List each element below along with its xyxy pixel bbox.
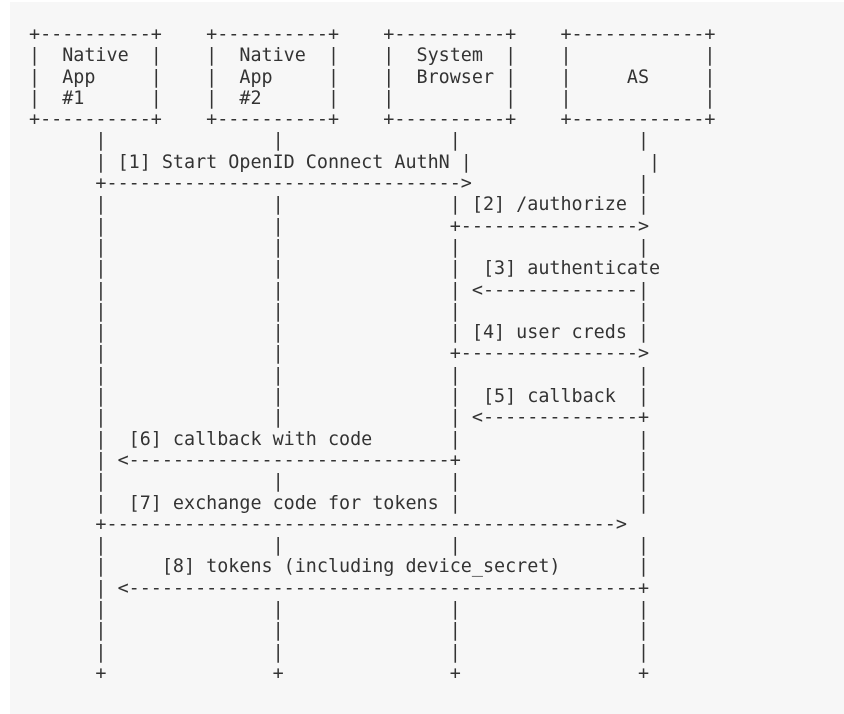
diagram-line: | | | | [29, 599, 650, 621]
diagram-line: | [1] Start OpenID Connect AuthN | | [29, 151, 661, 173]
diagram-line: | | | | [29, 130, 650, 152]
diagram-line: | [8] tokens (including device_secret) | [29, 556, 650, 578]
diagram-line: +----------+ +----------+ +----------+ +… [29, 24, 716, 45]
diagram-line: | [6] callback with code | | [29, 428, 650, 450]
diagram-line: | | | <--------------+ [29, 407, 650, 429]
diagram-line: | | | | [29, 236, 650, 258]
diagram-line: | | | | [29, 641, 650, 663]
diagram-line: | | | | [29, 620, 650, 642]
diagram-line: | | +----------------> [29, 215, 650, 237]
diagram-line: | | | | [29, 364, 650, 386]
diagram-line: | [7] exchange code for tokens | | [29, 492, 650, 514]
diagram-line: | <-----------------------------+ | [29, 449, 650, 471]
diagram-line: +---------------------------------------… [29, 513, 627, 535]
diagram-line: | #1 | | #2 | | | | | [29, 87, 716, 109]
diagram-line: | | | <--------------| [29, 279, 650, 301]
diagram-line: | | +----------------> [29, 343, 650, 365]
diagram-line: | | | [3] authenticate [29, 258, 661, 280]
diagram-line: | | | [4] user creds | [29, 322, 650, 344]
diagram-line: + + + + [29, 662, 650, 684]
sequence-diagram-ascii: +----------+ +----------+ +----------+ +… [29, 24, 715, 684]
diagram-line: +--------------------------------> | [29, 173, 650, 195]
diagram-line: | <-------------------------------------… [29, 577, 650, 599]
diagram-line: +----------+ +----------+ +----------+ +… [29, 109, 716, 131]
diagram-line: | | | | [29, 471, 650, 493]
diagram-line: | | | [2] /authorize | [29, 194, 650, 216]
diagram-frame: +----------+ +----------+ +----------+ +… [10, 2, 844, 714]
diagram-line: | | | | [29, 300, 650, 322]
diagram-line: | App | | App | | Browser | | AS | [29, 66, 716, 88]
diagram-line: | | | [5] callback | [29, 386, 650, 408]
diagram-line: | | | | [29, 535, 650, 557]
diagram-line: | Native | | Native | | System | | | [29, 45, 716, 67]
